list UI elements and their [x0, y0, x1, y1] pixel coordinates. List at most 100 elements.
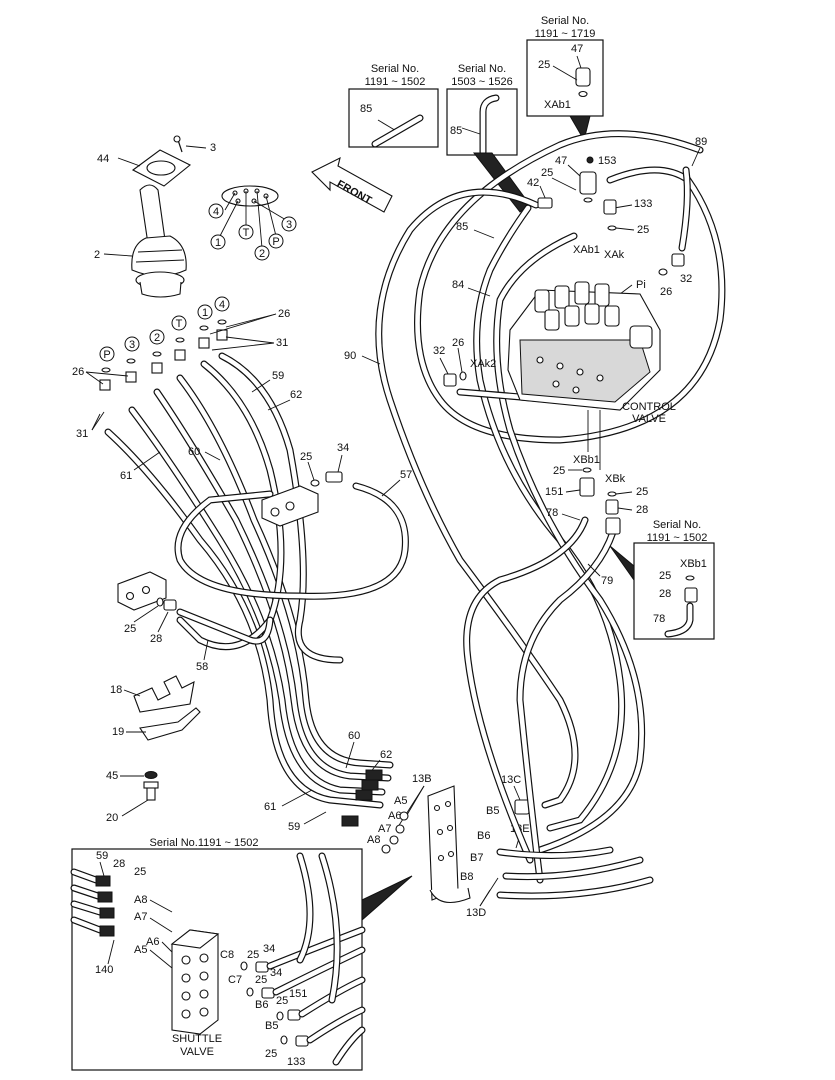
callout-B7: B7 — [470, 852, 483, 864]
callout-A5: A5 — [134, 944, 147, 956]
callout-60: 60 — [348, 730, 360, 742]
inset-range: 1503 ~ 1526 — [451, 76, 512, 88]
callout-28: 28 — [636, 504, 648, 516]
hose-85-short — [371, 114, 424, 148]
callout-25: 25 — [255, 974, 267, 986]
clamp-parts: 18 19 45 20 — [106, 675, 201, 824]
callout-19: 19 — [112, 726, 124, 738]
callout-25: 25 — [247, 949, 259, 961]
marker-3: 3 — [129, 339, 135, 351]
valve-fittings-left: 32 26 XAk2 — [433, 337, 496, 387]
inset-title: Serial No. — [541, 15, 589, 27]
callout-34: 34 — [337, 442, 349, 454]
callout-26: 26 — [452, 337, 464, 349]
lower-bracket: 13B 60 62 61 59 A5 A6 A7 A8 B5 B6 B7 B8 … — [264, 730, 530, 919]
callout-78: 78 — [546, 507, 558, 519]
callout-31: 31 — [276, 337, 288, 349]
adapter-47 — [575, 67, 591, 87]
callout-26: 26 — [660, 286, 672, 298]
inset-shuttle-valve-detail: Serial No.1191 ~ 1502 59 28 25 A8 A7 A6 … — [70, 837, 413, 1071]
inset-title: Serial No. — [653, 519, 701, 531]
callout-45: 45 — [106, 770, 118, 782]
marker-P: P — [103, 349, 110, 361]
callout-133: 133 — [634, 198, 652, 210]
callout-89: 89 — [695, 136, 707, 148]
callout-25: 25 — [124, 623, 136, 635]
callout-59: 59 — [96, 850, 108, 862]
inset-range: 1191 ~ 1502 — [647, 532, 708, 544]
callout-62: 62 — [380, 749, 392, 761]
callout-26: 26 — [278, 308, 290, 320]
callout-13C: 13C — [501, 774, 521, 786]
callout-85: 85 — [456, 221, 468, 233]
callout-B8: B8 — [460, 871, 473, 883]
inset-port-XBb1: XBb1 — [680, 558, 707, 570]
callout-84: 84 — [452, 279, 464, 291]
callout-58: 58 — [196, 661, 208, 673]
port-2-label: 2 — [259, 248, 265, 260]
inset-part-25: 25 — [538, 59, 550, 71]
callout-25: 25 — [265, 1048, 277, 1060]
inset-title: Serial No. — [371, 63, 419, 75]
pointer-wedge — [361, 875, 413, 922]
callout-59: 59 — [288, 821, 300, 833]
inset-part-78: 78 — [653, 613, 665, 625]
callout-25: 25 — [300, 451, 312, 463]
callout-A6: A6 — [388, 810, 401, 822]
callout-A8: A8 — [134, 894, 147, 906]
inset-serial-1191-1502-top: Serial No. 1191 ~ 1502 85 — [348, 63, 439, 148]
callout-XAk: XAk — [604, 249, 625, 261]
callout-B6: B6 — [477, 830, 490, 842]
inset-title: Serial No.1191 ~ 1502 — [150, 837, 259, 849]
callout-140: 140 — [95, 964, 113, 976]
callout-XBk: XBk — [605, 473, 626, 485]
callout-90: 90 — [344, 350, 356, 362]
valve-fittings-bottom: XBb1 XBk 25 151 25 28 78 79 — [545, 410, 648, 587]
callout-151: 151 — [545, 486, 563, 498]
inset-part-85: 85 — [450, 125, 462, 137]
hose-bundle-left: 61 60 59 62 — [104, 352, 409, 809]
port-3-label: 3 — [286, 219, 292, 231]
marker-1: 1 — [202, 307, 208, 319]
callout-28: 28 — [150, 633, 162, 645]
pointer-wedge — [609, 545, 635, 582]
port-4-label: 4 — [213, 206, 219, 218]
callout-18: 18 — [110, 684, 122, 696]
callout-25: 25 — [637, 224, 649, 236]
callout-A6: A6 — [146, 936, 159, 948]
joystick-grip — [139, 184, 166, 245]
callout-28: 28 — [113, 858, 125, 870]
tee-block: 25 34 57 — [261, 442, 412, 527]
joystick-fittings: P 3 2 T 1 4 26 31 26 31 — [72, 296, 290, 440]
callout-Pi: Pi — [636, 279, 646, 291]
inset-range: 1191 ~ 1502 — [365, 76, 426, 88]
callout-C7: C7 — [228, 974, 242, 986]
callout-32: 32 — [433, 345, 445, 357]
callout-151: 151 — [289, 988, 307, 1000]
callout-A7: A7 — [378, 823, 391, 835]
callout-61: 61 — [264, 801, 276, 813]
callout-59: 59 — [272, 370, 284, 382]
shuttle-block-left: 25 28 58 — [117, 571, 274, 673]
callout-31: 31 — [76, 428, 88, 440]
joystick-assembly: 44 3 2 — [94, 135, 216, 298]
control-valve-label-2: VALVE — [632, 413, 666, 425]
inset-serial-1191-1719: Serial No. 1191 ~ 1719 47 25 XAb1 — [526, 15, 604, 142]
callout-26: 26 — [72, 366, 84, 378]
inset-title: Serial No. — [458, 63, 506, 75]
port-T-label: T — [243, 227, 250, 239]
callout-25: 25 — [553, 465, 565, 477]
inset-frame — [348, 88, 439, 148]
callout-25: 25 — [541, 167, 553, 179]
callout-A5: A5 — [394, 795, 407, 807]
callout-34: 34 — [270, 967, 282, 979]
control-valve-label-1: CONTROL — [622, 401, 676, 413]
control-valve: CONTROL VALVE — [507, 281, 676, 425]
callout-A7: A7 — [134, 911, 147, 923]
joystick-boot — [131, 235, 187, 277]
callout-25: 25 — [636, 486, 648, 498]
callout-47: 47 — [555, 155, 567, 167]
callout-42: 42 — [527, 177, 539, 189]
port-1-label: 1 — [215, 237, 221, 249]
